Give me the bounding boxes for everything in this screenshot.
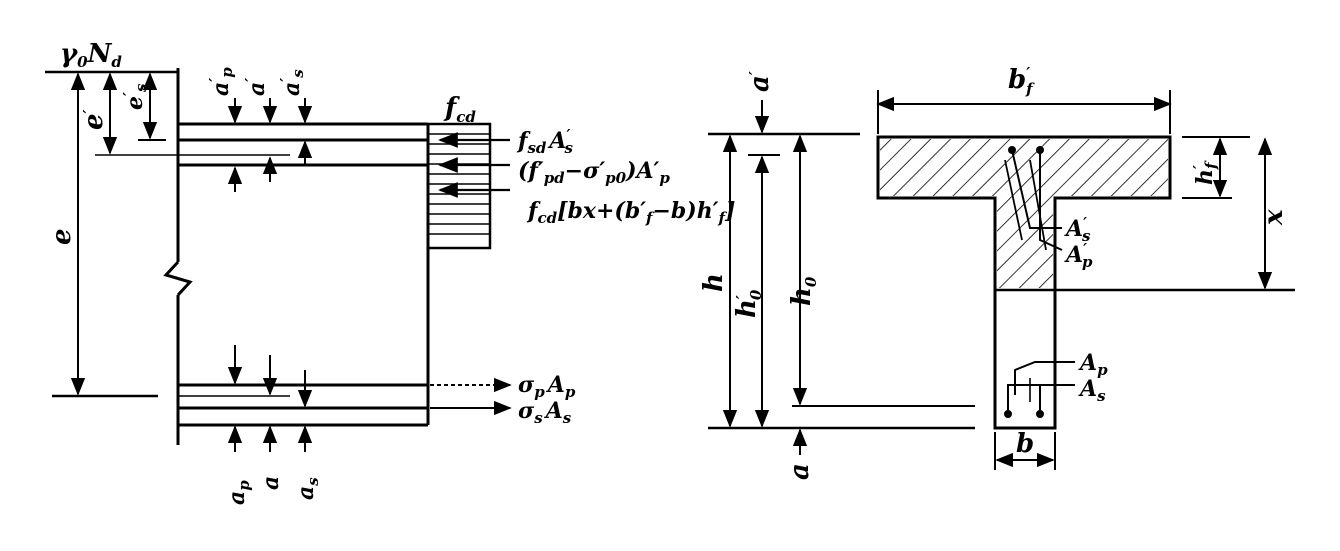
label-a-bottom: a <box>258 476 284 490</box>
leader-as <box>1007 384 1075 414</box>
label-e-prime: e′ <box>79 109 109 130</box>
label-as-prime-top: a′s <box>277 69 307 96</box>
label-As: As <box>1078 376 1106 405</box>
label-ap-bottom: ap <box>224 480 253 505</box>
label-Ap: Ap <box>1078 350 1108 379</box>
label-b: b <box>1016 429 1034 459</box>
label-force-concrete: fcd[bx+(b′f−b)h′f] <box>526 198 735 227</box>
label-a-prime-top: a′ <box>242 78 270 96</box>
label-es-prime: e′s <box>120 83 150 110</box>
label-force-top-prestress: (f′pd−σ′p0)A′p <box>518 158 670 187</box>
label-e: e <box>47 228 77 245</box>
label-fcd-block: fcd <box>443 93 476 126</box>
section-break-symbol <box>163 260 193 297</box>
leader-ap <box>1014 361 1075 395</box>
label-h0: h0 <box>787 276 820 306</box>
compression-zone-hatch <box>880 139 1168 288</box>
t-beam-outline <box>876 135 1172 430</box>
label-ap-prime-top: a′p <box>206 67 236 96</box>
label-h0-prime: h′0 <box>732 289 765 318</box>
label-x: x <box>1259 209 1289 226</box>
label-a: a <box>785 463 815 480</box>
concrete-stress-block <box>426 122 492 250</box>
label-bf-prime: b′f <box>1008 64 1035 98</box>
label-as-bottom: as <box>293 477 322 500</box>
leader-as-prime <box>1011 149 1062 229</box>
label-h: h <box>699 273 729 292</box>
label-hf-prime: h′f <box>1190 160 1220 185</box>
stress-block-hatch-lines <box>428 133 490 235</box>
label-a-prime: a′ <box>745 71 775 92</box>
t-beam-cross-section <box>708 90 1295 470</box>
label-Ap-prime: A′p <box>1064 240 1093 271</box>
label-As-prime: A′s <box>1064 214 1091 245</box>
longitudinal-section <box>45 68 512 452</box>
cross-section-labels: a′ b′f h′f x h h′0 h0 A′s A′p Ap As <box>699 64 1289 480</box>
label-load: γ0Nd <box>60 39 122 71</box>
leader-ap-prime <box>1039 150 1063 251</box>
